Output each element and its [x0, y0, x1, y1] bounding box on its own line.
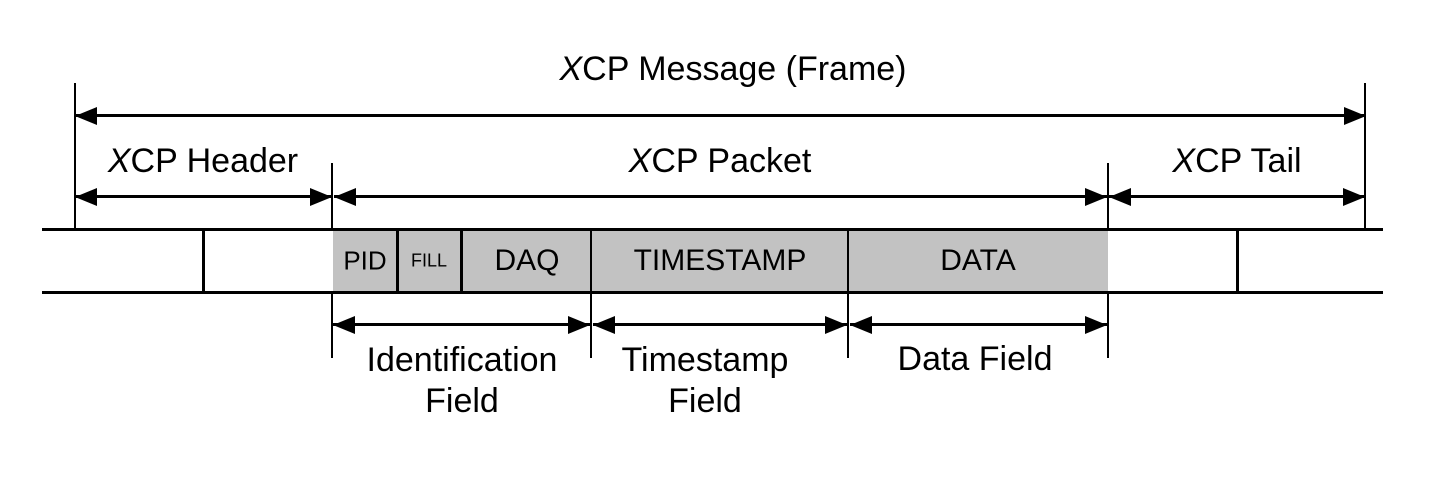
fill-daq-divider: [460, 231, 463, 291]
tail-extent-arrow: [1109, 195, 1365, 198]
pid-fill-divider: [396, 231, 399, 291]
pid-cell-label: PID: [343, 245, 387, 276]
timestamp-field-label: Timestamp Field: [621, 341, 789, 420]
timestamp-field-arrow: [593, 323, 847, 326]
message-frame-title: XCP Message (Frame): [559, 50, 907, 88]
fill-cell-label: FILL: [410, 250, 448, 271]
data-cell-label: DATA: [940, 244, 1016, 277]
header-extent-arrow: [75, 195, 332, 198]
packet-section-label: XCP Packet: [628, 142, 812, 180]
timestamp-data-tick-line: [847, 228, 849, 358]
header-section-label: XCP Header: [107, 142, 299, 180]
tail-section-label: XCP Tail: [1172, 142, 1302, 180]
daq-timestamp-tick-line: [590, 228, 592, 358]
timestamp-cell-label: TIMESTAMP: [633, 244, 807, 277]
packet-extent-arrow: [334, 195, 1107, 198]
identification-field-arrow: [333, 323, 590, 326]
header-cell-divider: [202, 231, 205, 291]
data-field-label: Data Field: [897, 340, 1053, 378]
daq-cell-label: DAQ: [494, 244, 560, 277]
tail-cell-divider: [1236, 231, 1239, 291]
identification-field-label: Identification Field: [366, 341, 558, 420]
message-extent-arrow: [75, 114, 1366, 117]
frame-right-boundary-line: [1364, 83, 1366, 294]
data-field-arrow: [850, 323, 1107, 326]
